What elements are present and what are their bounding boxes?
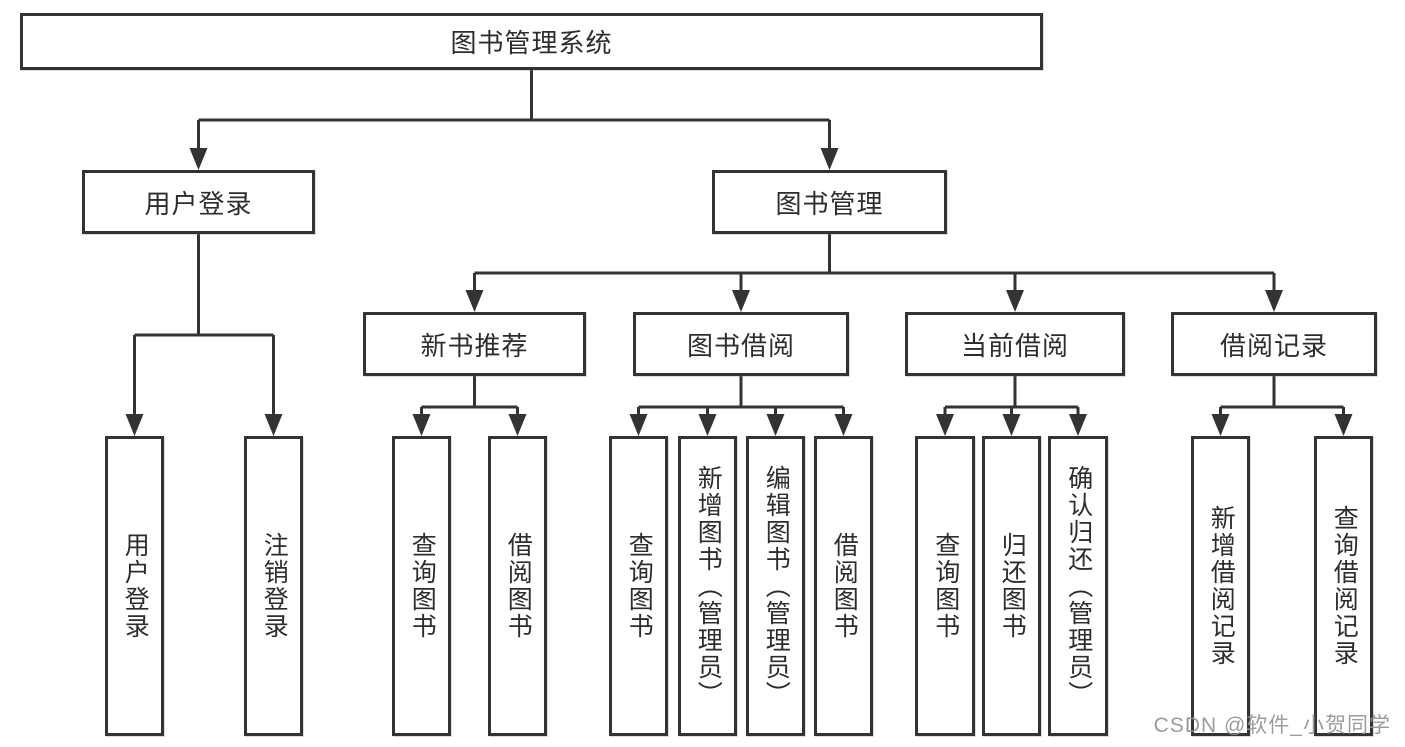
arrowhead-icon bbox=[465, 290, 484, 312]
node-library-management-system: 图书管理系统 bbox=[20, 13, 1043, 70]
leaf-current-confirm-return-admin: 确认归还（管理员） bbox=[1048, 436, 1108, 736]
leaf-current-query-books: 查询图书 bbox=[915, 436, 975, 736]
leaf-records-query-borrow-record: 查询借阅记录 bbox=[1314, 436, 1373, 736]
arrowhead-icon bbox=[189, 148, 208, 170]
arrowhead-icon bbox=[1211, 414, 1230, 436]
arrowhead-icon bbox=[834, 414, 853, 436]
arrowhead-icon bbox=[508, 414, 527, 436]
leaf-logout-login: 注销登录 bbox=[244, 436, 303, 736]
arrowhead-icon bbox=[766, 414, 785, 436]
node-label: 图书管理 bbox=[775, 188, 884, 219]
arrowhead-icon bbox=[264, 414, 283, 436]
arrowhead-icon bbox=[1334, 414, 1353, 436]
node-label: 用户登录 bbox=[121, 532, 150, 640]
node-label: 确认归还（管理员） bbox=[1064, 464, 1093, 708]
node-label: 查询图书 bbox=[408, 532, 437, 640]
node-label: 归还图书 bbox=[998, 532, 1027, 640]
leaf-records-add-borrow-record: 新增借阅记录 bbox=[1191, 436, 1250, 736]
node-book-management: 图书管理 bbox=[712, 170, 947, 234]
leaf-recommend-query-books: 查询图书 bbox=[392, 436, 451, 736]
leaf-borrowing-add-books-admin: 新增图书（管理员） bbox=[678, 436, 737, 736]
node-label: 图书管理系统 bbox=[450, 28, 613, 58]
arrowhead-icon bbox=[698, 414, 717, 436]
node-label: 新增图书（管理员） bbox=[694, 464, 723, 708]
node-label: 借阅图书 bbox=[830, 532, 859, 640]
arrowhead-icon bbox=[1265, 290, 1283, 312]
node-label: 借阅图书 bbox=[504, 532, 533, 640]
connector-path bbox=[420, 376, 519, 419]
csdn-watermark: CSDN @软件_小贺同学 bbox=[1153, 714, 1391, 737]
connector-path bbox=[197, 70, 831, 153]
node-label: 查询图书 bbox=[625, 532, 654, 640]
leaf-user-login: 用户登录 bbox=[105, 436, 164, 736]
node-user-login: 用户登录 bbox=[82, 170, 315, 234]
arrowhead-icon bbox=[1069, 414, 1087, 436]
connector-path bbox=[1219, 376, 1345, 419]
arrowhead-icon bbox=[412, 414, 431, 436]
node-label: 当前借阅 bbox=[960, 330, 1069, 361]
arrowhead-icon bbox=[936, 414, 954, 436]
leaf-recommend-borrow-books: 借阅图书 bbox=[488, 436, 547, 736]
arrowhead-icon bbox=[1002, 414, 1021, 436]
arrowhead-icon bbox=[629, 414, 648, 436]
leaf-borrowing-edit-books-admin: 编辑图书（管理员） bbox=[746, 436, 805, 736]
arrowhead-icon bbox=[1006, 290, 1024, 312]
node-label: 注销登录 bbox=[260, 532, 289, 640]
arrowhead-icon bbox=[125, 414, 144, 436]
leaf-borrowing-borrow-books: 借阅图书 bbox=[814, 436, 873, 736]
connector-path bbox=[943, 376, 1080, 419]
connector-path bbox=[473, 234, 1276, 295]
connector-path bbox=[133, 234, 275, 419]
node-current-borrowing: 当前借阅 bbox=[905, 312, 1125, 376]
arrowhead-icon bbox=[732, 290, 750, 312]
node-label: 新书推荐 bbox=[420, 330, 529, 361]
connector-path bbox=[637, 376, 845, 419]
leaf-current-return-books: 归还图书 bbox=[982, 436, 1041, 736]
node-label: 查询借阅记录 bbox=[1330, 505, 1359, 667]
node-label: 用户登录 bbox=[144, 188, 253, 219]
node-label: 编辑图书（管理员） bbox=[762, 464, 791, 708]
node-label: 图书借阅 bbox=[686, 330, 795, 361]
arrowhead-icon bbox=[820, 148, 839, 170]
node-label: 新增借阅记录 bbox=[1207, 505, 1236, 667]
node-label: 借阅记录 bbox=[1219, 330, 1328, 361]
node-label: 查询图书 bbox=[931, 532, 960, 640]
leaf-borrowing-query-books: 查询图书 bbox=[609, 436, 668, 736]
node-book-borrowing: 图书借阅 bbox=[633, 312, 849, 376]
node-borrowing-records: 借阅记录 bbox=[1171, 312, 1377, 376]
node-new-book-recommend: 新书推荐 bbox=[363, 312, 586, 376]
